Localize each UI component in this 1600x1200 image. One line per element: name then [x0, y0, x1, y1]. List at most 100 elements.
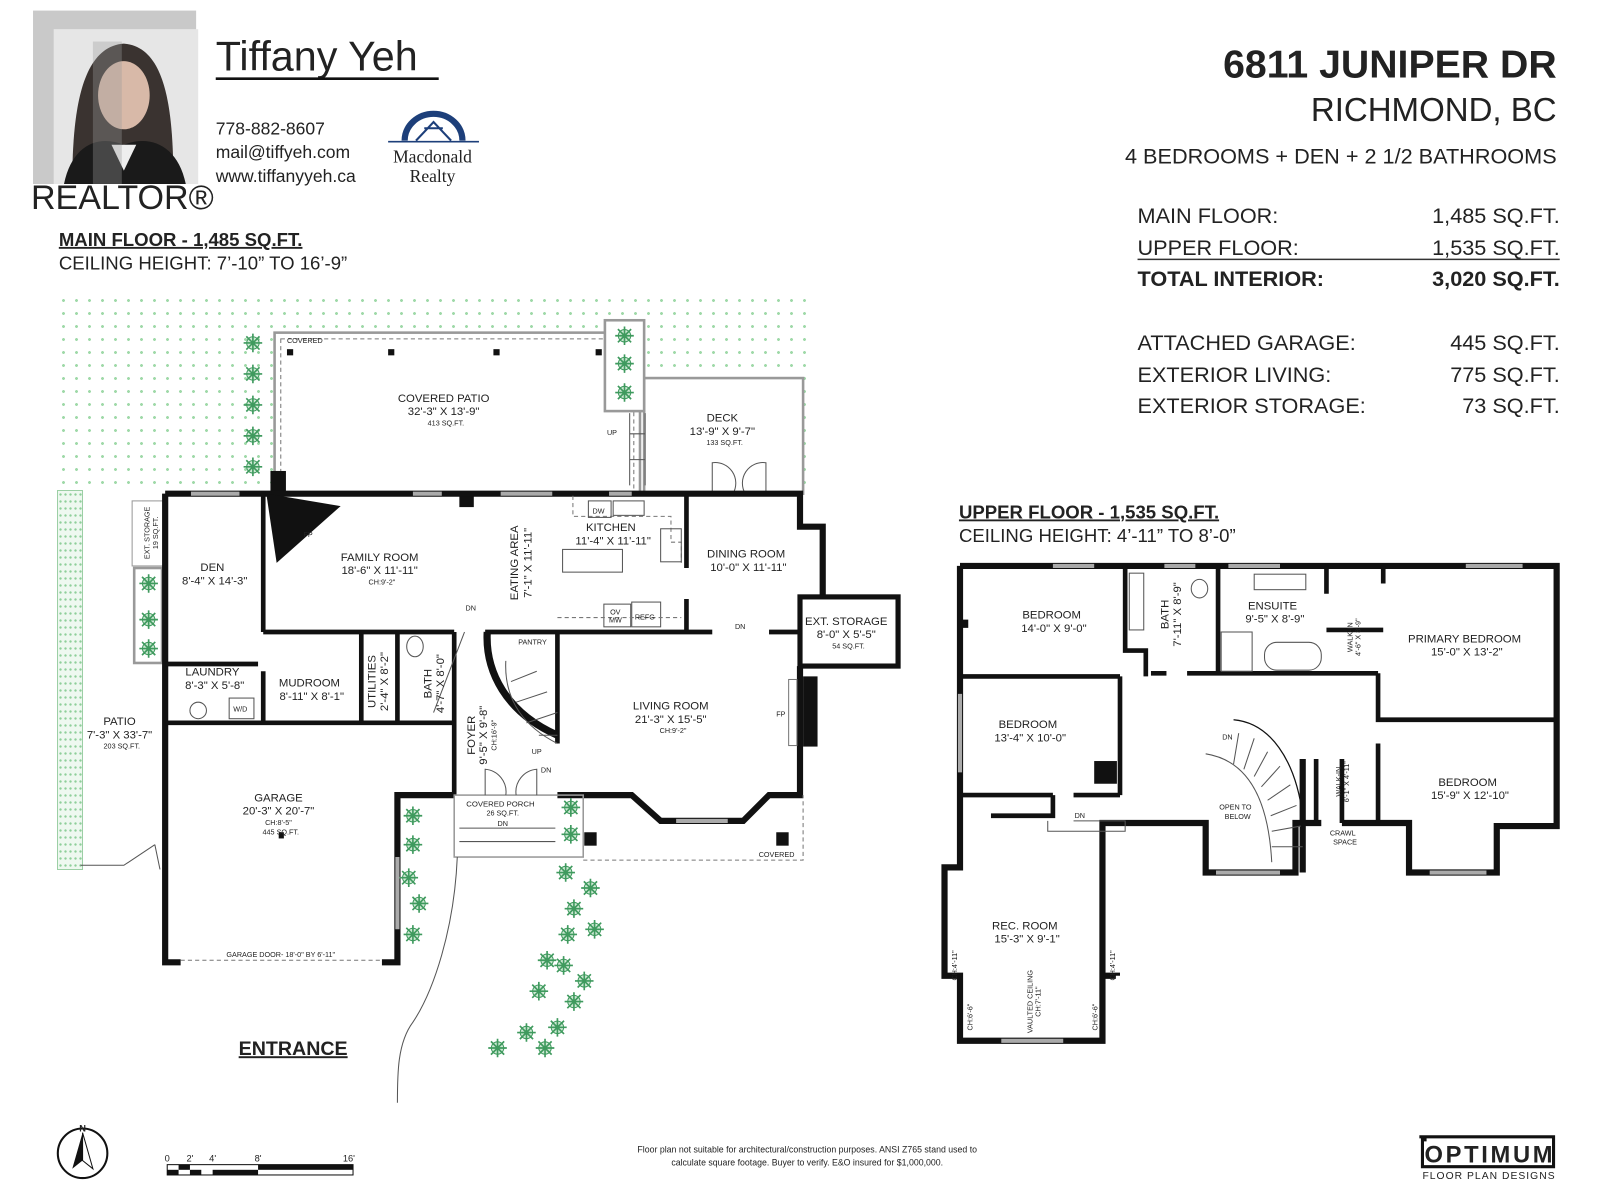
room-name: FOYER: [466, 716, 478, 755]
room-ensuite: ENSUITE 9'-5" X 8'-9": [1245, 595, 1304, 625]
room-name: ENSUITE: [1248, 600, 1298, 612]
room-rec-room: REC. ROOM 15'-3" X 9'-1": [992, 915, 1062, 945]
kitchen-fixtures: [189, 495, 682, 720]
shrub-icon: [403, 835, 423, 854]
room-bedroom-4: BEDROOM 15'-9" X 12'-10": [1431, 772, 1509, 802]
room-name: REC. ROOM: [992, 920, 1058, 932]
area-label: UPPER FLOOR:: [1138, 235, 1299, 260]
room-name: BEDROOM: [1438, 777, 1497, 789]
room-eating-area: EATING AREA 7'-1" X 11'-11": [509, 525, 534, 600]
area-value: 73 SQ.FT.: [1462, 393, 1559, 418]
room-dims: BELOW: [1225, 812, 1251, 821]
scale-label: 0: [165, 1154, 170, 1164]
room-name: BATH: [1160, 600, 1172, 629]
room-name: KITCHEN: [586, 522, 636, 534]
area-label: EXTERIOR LIVING:: [1138, 362, 1332, 387]
area-value: 1,535 SQ.FT.: [1432, 235, 1560, 260]
ceiling-height-label: CH:4'-11": [950, 950, 959, 981]
room-ext-storage-small: EXT. STORAGE 19 SQ.FT.: [143, 507, 160, 560]
patio-paving: [57, 490, 83, 870]
room-dims: 15'-0" X 13'-2": [1431, 647, 1503, 659]
room-dims: 32'-3" X 13'-9": [408, 406, 480, 418]
fireplace-label: FP: [776, 710, 785, 719]
room-bedroom-2: BEDROOM 14'-0" X 9'-0": [1021, 605, 1086, 635]
room-dims: 15'-3" X 9'-1": [994, 934, 1059, 946]
room-area: 203 SQ.FT.: [104, 742, 141, 751]
shrub-icon: [561, 825, 581, 844]
area-label: MAIN FLOOR:: [1138, 203, 1279, 228]
room-name: LAUNDRY: [185, 666, 239, 678]
down-label: DN: [498, 819, 508, 828]
room-name: GARAGE: [254, 792, 303, 804]
open-to-below: OPEN TO BELOW: [1219, 796, 1256, 821]
room-dims: SPACE: [1333, 838, 1357, 847]
shrub-icon: [243, 395, 263, 415]
room-ceiling: CH:9'-2": [369, 578, 396, 587]
optimum-logo-text: OPTIMUM: [1425, 1143, 1553, 1169]
shrub-icon: [558, 925, 578, 944]
room-living: LIVING ROOM 21'-3" X 15'-5" CH:9'-2": [633, 695, 713, 735]
shrub-icon: [561, 798, 581, 817]
patio-posts: [270, 349, 789, 846]
up-label: UP: [607, 428, 617, 437]
shrub-icon: [537, 950, 557, 970]
room-laundry: LAUNDRY 8'-3" X 5'-8": [185, 661, 244, 691]
up-label: UP: [532, 747, 542, 756]
upper-floor-ceiling: CEILING HEIGHT: 4’-11” TO 8’-0”: [959, 525, 1236, 546]
room-den: DEN 8'-4" X 14'-3": [182, 557, 247, 587]
vaulted-ceiling-height: CH:7'-11": [1034, 986, 1043, 1017]
room-bedroom-3: BEDROOM 13'-4" X 10'-0": [994, 714, 1066, 744]
property-city: RICHMOND, BC: [1311, 91, 1557, 128]
shrub-icon: [139, 639, 158, 658]
curved-stair: [483, 631, 559, 744]
brokerage-name-line1: Macdonald: [393, 146, 472, 166]
room-dims: 18'-6" X 11'-11": [341, 565, 417, 577]
room-dims: 7'-11" X 8'-9": [1172, 582, 1184, 647]
room-mudroom: MUDROOM 8'-11" X 8'-1": [279, 673, 345, 703]
down-label: DN: [735, 622, 745, 631]
upper-floor-labels: BEDROOM 14'-0" X 9'-0" BATH 7'-11" X 8'-…: [950, 582, 1521, 1033]
shrub-icon: [243, 426, 263, 446]
washer-dryer-label: W/D: [233, 704, 247, 713]
main-floor-labels: COVERED PATIO 32'-3" X 13'-9" 413 SQ.FT.…: [87, 336, 892, 1060]
room-bath-upper: BATH 7'-11" X 8'-9": [1160, 582, 1184, 647]
room-deck: DECK 13'-9" X 9'-7" 133 SQ.FT.: [690, 407, 760, 447]
shrub-icon: [403, 925, 423, 944]
dishwasher-label: DW: [593, 506, 605, 515]
ceiling-height-label: CH:6'-6": [965, 1003, 974, 1030]
room-dims: 2'-4" X 8'-2": [379, 652, 391, 711]
room-name: EATING AREA: [509, 525, 521, 600]
scale-label: 4': [209, 1154, 216, 1164]
room-name: COVERED PORCH: [466, 799, 534, 808]
room-covered-patio: COVERED PATIO 32'-3" X 13'-9" 413 SQ.FT.: [398, 388, 494, 428]
scale-label: 2': [186, 1154, 193, 1164]
shrub-icon: [139, 610, 158, 629]
room-name: WALK-IN: [1334, 767, 1343, 797]
shrub-icon: [529, 981, 549, 1001]
optimum-logo-subtext: FLOOR PLAN DESIGNS: [1422, 1171, 1554, 1182]
room-dims: 8'-4" X 14'-3": [182, 576, 247, 588]
room-area: 413 SQ.FT.: [428, 419, 465, 428]
crawl-space: CRAWL SPACE: [1330, 821, 1360, 846]
shrub-icon: [556, 863, 575, 882]
room-dims: 21'-3" X 15'-5": [635, 714, 707, 726]
room-name: COVERED PATIO: [398, 393, 490, 405]
landscape-plants: [139, 326, 634, 1058]
room-patio: PATIO 7'-3" X 33'-7" 203 SQ.FT.: [87, 711, 157, 751]
covered-porch-area: [453, 794, 584, 858]
room-name: CRAWL: [1330, 828, 1356, 837]
room-dining: DINING ROOM 10'-0" X 11'-11": [707, 544, 790, 574]
room-name: EXT. STORAGE: [805, 616, 888, 628]
room-ext-storage: EXT. STORAGE 8'-0" X 5'-5" 54 SQ.FT.: [805, 611, 892, 651]
room-dims: 4'-6" X 8'-9": [1354, 618, 1363, 656]
room-ceiling: CH:16'-9": [490, 719, 499, 750]
upper-floor-title: UPPER FLOOR - 1,535 SQ.FT.: [959, 501, 1219, 522]
shrub-icon: [488, 1038, 507, 1058]
main-floor-plan: [80, 318, 901, 1103]
room-dims: 10'-0" X 11'-11": [710, 562, 786, 574]
macdonald-realty-logo: Macdonald Realty: [388, 110, 479, 186]
room-area: 133 SQ.FT.: [706, 438, 743, 447]
microwave-label: MW: [609, 616, 622, 625]
room-name: MUDROOM: [279, 678, 340, 690]
shrub-icon: [574, 971, 594, 991]
